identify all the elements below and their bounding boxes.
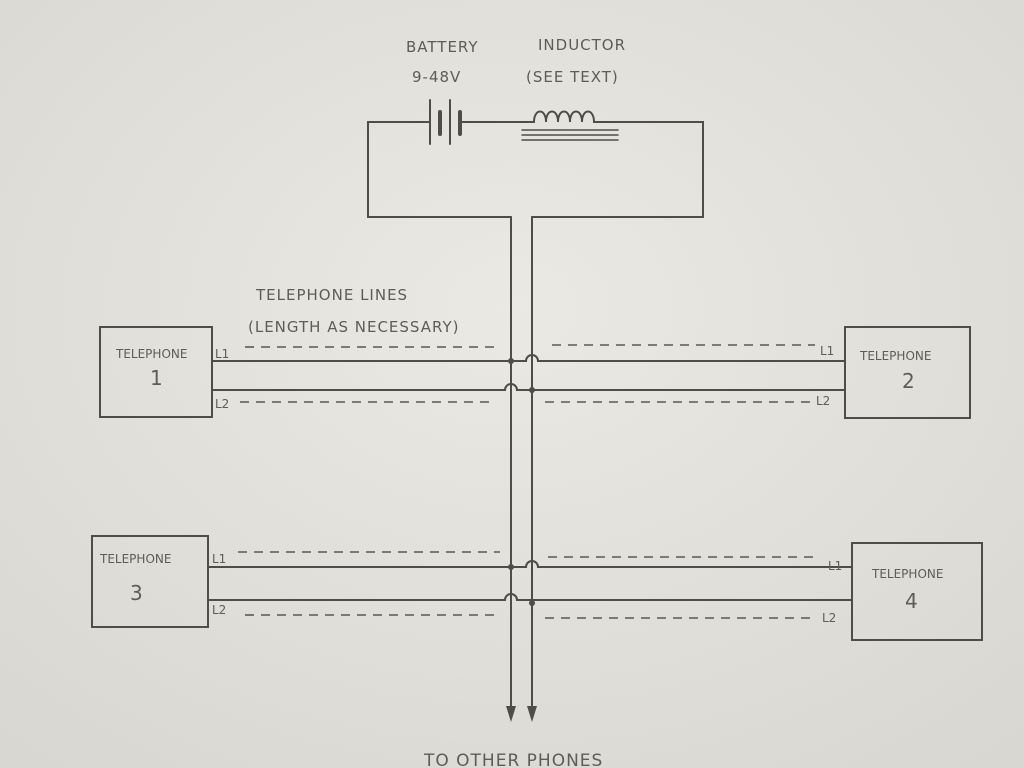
telephone-label: TELEPHONE — [859, 349, 931, 363]
line-pair-top — [211, 344, 846, 403]
inductor-symbol — [519, 110, 619, 141]
terminal-l1: L1 — [828, 559, 842, 573]
telephone-number: 4 — [905, 589, 918, 613]
inductor-label: INDUCTOR — [538, 36, 626, 54]
terminal-l1: L1 — [212, 552, 226, 566]
telephone-number: 1 — [150, 366, 163, 390]
battery-symbol — [429, 99, 462, 145]
telephone-3: TELEPHONE 3 L1 L2 — [91, 535, 226, 628]
terminal-l2: L2 — [212, 603, 226, 617]
battery-label: BATTERY — [406, 38, 479, 56]
terminal-l2: L2 — [215, 397, 229, 411]
telephone-1: TELEPHONE 1 L1 L2 — [99, 326, 229, 418]
supply-loop — [367, 121, 704, 218]
arrow-down-icon — [527, 706, 537, 722]
terminal-l2: L2 — [822, 611, 836, 625]
terminal-l2: L2 — [816, 394, 830, 408]
telephone-label: TELEPHONE — [115, 347, 187, 361]
telephone-2: TELEPHONE 2 L1 L2 — [816, 326, 971, 419]
telephone-label: TELEPHONE — [99, 552, 171, 566]
telephone-number: 2 — [902, 369, 915, 393]
telephone-4: TELEPHONE 4 L1 L2 — [822, 542, 983, 641]
terminal-l1: L1 — [215, 347, 229, 361]
footer-label: TO OTHER PHONES — [423, 751, 603, 768]
lines-note-title: TELEPHONE LINES — [255, 286, 408, 304]
inductor-note: (SEE TEXT) — [526, 68, 619, 86]
lines-note-subtitle: (LENGTH AS NECESSARY) — [248, 318, 459, 336]
bus-wires — [506, 216, 537, 722]
telephone-number: 3 — [130, 581, 143, 605]
terminal-l1: L1 — [820, 344, 834, 358]
line-pair-bottom — [207, 551, 853, 619]
battery-voltage: 9-48V — [412, 68, 461, 86]
telephone-label: TELEPHONE — [871, 567, 943, 581]
arrow-down-icon — [506, 706, 516, 722]
